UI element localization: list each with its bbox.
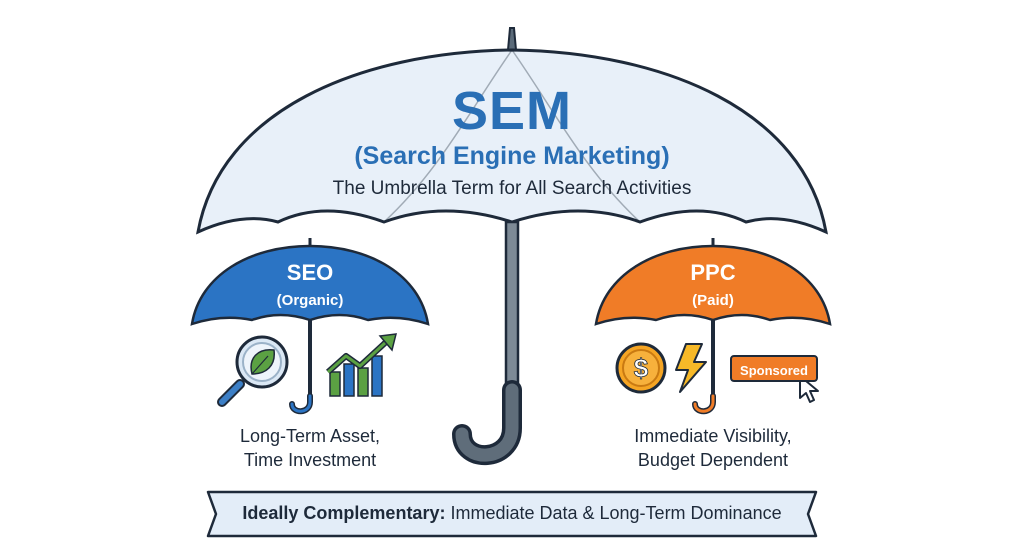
ppc-subtitle: (Paid)	[692, 292, 734, 309]
lightning-icon	[675, 343, 707, 393]
seo-description-line2: Time Investment	[243, 450, 377, 470]
banner-rest: Immediate Data & Long-Term Dominance	[445, 503, 782, 523]
ppc-title: PPC	[690, 260, 736, 285]
ppc-umbrella	[594, 238, 832, 415]
ppc-description-line1: Immediate Visibility,	[634, 426, 792, 446]
banner-ribbon	[206, 490, 818, 538]
ppc-canopy	[594, 244, 832, 326]
sem-subtitle: (Search Engine Marketing)	[354, 142, 670, 170]
seo-subtitle: (Organic)	[276, 292, 344, 309]
sponsored-badge: Sponsored	[730, 355, 818, 382]
banner-bold: Ideally Complementary:	[242, 503, 446, 523]
sem-title: SEM	[451, 81, 573, 141]
banner-text: Ideally Complementary: Immediate Data & …	[232, 503, 792, 524]
ppc-description-line2: Budget Dependent	[637, 450, 789, 470]
coin-symbol: $	[634, 353, 649, 383]
dollar-coin-icon: $	[615, 342, 667, 394]
growth-chart-icon	[326, 333, 397, 397]
seo-canopy	[190, 244, 430, 326]
sem-description: The Umbrella Term for All Search Activit…	[332, 178, 692, 199]
seo-description-line1: Long-Term Asset,	[239, 426, 381, 446]
seo-title: SEO	[286, 260, 334, 285]
magnifier-leaf-icon	[217, 335, 289, 407]
cursor-icon	[799, 375, 819, 403]
sem-canopy	[196, 48, 828, 235]
sem-umbrella	[196, 27, 828, 466]
seo-umbrella	[190, 238, 430, 415]
